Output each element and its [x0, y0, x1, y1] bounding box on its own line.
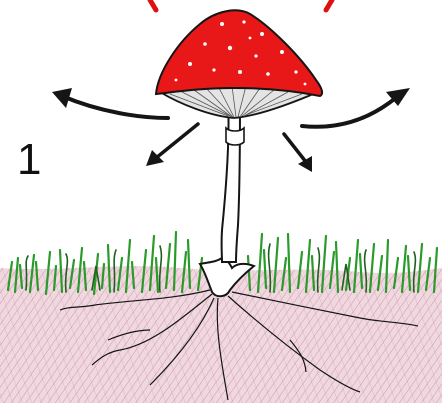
red-arrow-top-left — [150, 0, 156, 10]
red-arrow-top-right — [326, 0, 332, 10]
step-number: 1 — [17, 138, 41, 182]
spore-arrow-lower-left — [146, 124, 198, 166]
stalk — [222, 100, 244, 262]
spore-arrow-lower-right — [284, 134, 312, 172]
mushroom-cap — [156, 10, 322, 96]
spore-arrow-upper-left — [52, 88, 168, 118]
